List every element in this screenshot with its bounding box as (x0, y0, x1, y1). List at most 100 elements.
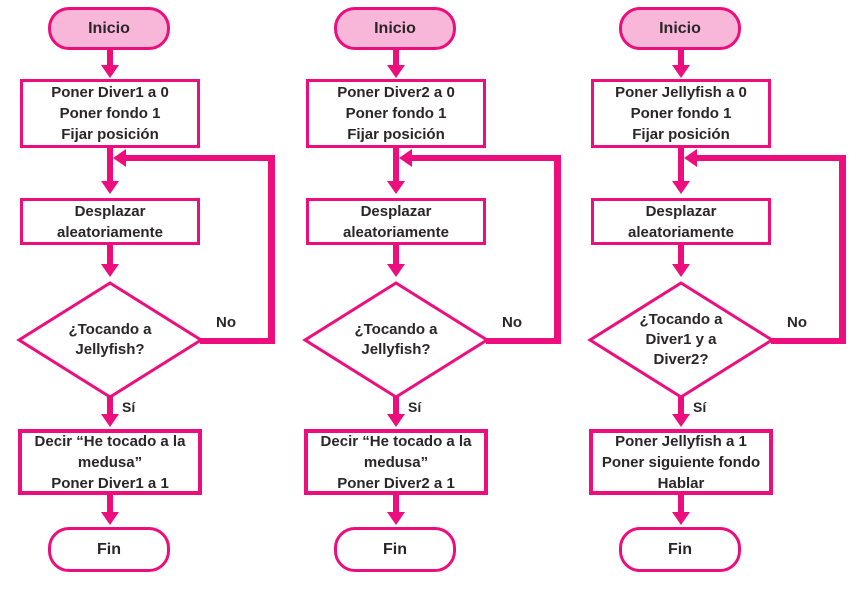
process-line: aleatoriamente (343, 223, 449, 241)
arrowhead-down-icon (672, 414, 690, 427)
process-line: Poner Diver1 a 0 (51, 84, 169, 101)
arrow-move-to-decision (393, 245, 399, 266)
loop-back-line-vertical (268, 155, 275, 344)
flowchart-column-jellyfish: Inicio Poner Jellyfish a 0 Poner fondo 1… (571, 0, 856, 591)
process-line: Desplazar (645, 202, 717, 220)
decision-line: ¿Tocando a (639, 311, 723, 328)
action-process-box: Decir “He tocado a la medusa” Poner Dive… (304, 429, 488, 495)
no-branch-line (771, 338, 846, 344)
process-line: Poner Jellyfish a 1 (615, 432, 747, 450)
loop-back-line-top (411, 155, 561, 161)
action-process-box: Decir “He tocado a la medusa” Poner Dive… (18, 429, 202, 495)
loop-back-line-top (125, 155, 275, 161)
process-line: medusa” (77, 453, 143, 471)
process-line: Poner Diver1 a 1 (51, 474, 169, 492)
decision-diamond: ¿Tocando a Jellyfish? (16, 280, 204, 400)
arrowhead-down-icon (101, 181, 119, 194)
process-line: Desplazar (74, 202, 146, 220)
process-line: Poner siguiente fondo (601, 453, 761, 471)
arrow-action-to-end (678, 495, 684, 514)
end-terminal: Fin (334, 527, 456, 572)
arrow-start-to-init (678, 49, 684, 67)
process-line: Desplazar (360, 202, 432, 220)
arrow-init-to-move (393, 148, 399, 183)
process-line: Poner fondo 1 (345, 105, 447, 122)
process-line: Decir “He tocado a la (320, 432, 472, 450)
arrow-yes-branch (678, 397, 684, 416)
init-process-box: Poner Diver1 a 0 Poner fondo 1 Fijar pos… (20, 79, 200, 148)
decision-line: Jellyfish? (75, 341, 145, 358)
arrow-action-to-end (393, 495, 399, 514)
flowchart-column-diver1: Inicio Poner Diver1 a 0 Poner fondo 1 Fi… (0, 0, 285, 591)
decision-line: ¿Tocando a (68, 321, 152, 338)
init-process-box: Poner Diver2 a 0 Poner fondo 1 Fijar pos… (306, 79, 486, 148)
decision-diamond: ¿Tocando a Jellyfish? (302, 280, 490, 400)
arrow-move-to-decision (107, 245, 113, 266)
decision-line: Jellyfish? (361, 341, 431, 358)
process-line: Poner fondo 1 (59, 105, 161, 122)
arrow-yes-branch (107, 397, 113, 416)
arrowhead-down-icon (672, 264, 690, 277)
yes-label: Sí (408, 399, 422, 415)
no-branch-line (200, 338, 275, 344)
arrowhead-down-icon (101, 264, 119, 277)
arrowhead-down-icon (672, 65, 690, 78)
process-line: aleatoriamente (628, 223, 734, 241)
process-line: Fijar posición (347, 126, 445, 143)
arrowhead-down-icon (101, 512, 119, 525)
process-line: Decir “He tocado a la (34, 432, 186, 450)
arrowhead-down-icon (387, 414, 405, 427)
flowchart-column-diver2: Inicio Poner Diver2 a 0 Poner fondo 1 Fi… (286, 0, 571, 591)
no-branch-line (486, 338, 561, 344)
loop-arrowhead-left-icon (399, 149, 412, 167)
arrow-start-to-init (107, 49, 113, 67)
no-label: No (216, 314, 236, 331)
decision-line: Diver2? (653, 351, 709, 368)
process-line: medusa” (363, 453, 429, 471)
loop-back-line-top (696, 155, 846, 161)
arrow-init-to-move (678, 148, 684, 183)
end-terminal: Fin (48, 527, 170, 572)
arrowhead-down-icon (672, 512, 690, 525)
arrowhead-down-icon (101, 65, 119, 78)
arrowhead-down-icon (101, 414, 119, 427)
process-line: Poner Diver2 a 1 (337, 474, 455, 492)
process-line: Hablar (657, 474, 705, 492)
loop-arrowhead-left-icon (684, 149, 697, 167)
arrow-action-to-end (107, 495, 113, 514)
init-process-box: Poner Jellyfish a 0 Poner fondo 1 Fijar … (591, 79, 771, 148)
yes-label: Sí (693, 399, 707, 415)
arrowhead-down-icon (672, 181, 690, 194)
move-process-box: Desplazar aleatoriamente (20, 198, 200, 245)
decision-text: ¿Tocando a Jellyfish? (302, 280, 490, 400)
process-line: aleatoriamente (57, 223, 163, 241)
arrowhead-down-icon (387, 264, 405, 277)
start-terminal: Inicio (334, 7, 456, 50)
arrow-init-to-move (107, 148, 113, 183)
decision-line: Diver1 y a (645, 331, 717, 348)
loop-arrowhead-left-icon (113, 149, 126, 167)
no-label: No (502, 314, 522, 331)
move-process-box: Desplazar aleatoriamente (306, 198, 486, 245)
process-line: Fijar posición (632, 126, 730, 143)
decision-diamond: ¿Tocando a Diver1 y a Diver2? (587, 280, 775, 400)
arrow-move-to-decision (678, 245, 684, 266)
arrowhead-down-icon (387, 65, 405, 78)
no-label: No (787, 314, 807, 331)
yes-label: Sí (122, 399, 136, 415)
start-terminal: Inicio (48, 7, 170, 50)
process-line: Fijar posición (61, 126, 159, 143)
process-line: Poner fondo 1 (630, 105, 732, 122)
move-process-box: Desplazar aleatoriamente (591, 198, 771, 245)
loop-back-line-vertical (839, 155, 846, 344)
loop-back-line-vertical (554, 155, 561, 344)
process-line: Poner Diver2 a 0 (337, 84, 455, 101)
action-process-box: Poner Jellyfish a 1 Poner siguiente fond… (589, 429, 773, 495)
decision-text: ¿Tocando a Diver1 y a Diver2? (587, 280, 775, 400)
start-terminal: Inicio (619, 7, 741, 50)
decision-line: ¿Tocando a (354, 321, 438, 338)
process-line: Poner Jellyfish a 0 (615, 84, 747, 101)
arrow-yes-branch (393, 397, 399, 416)
end-terminal: Fin (619, 527, 741, 572)
